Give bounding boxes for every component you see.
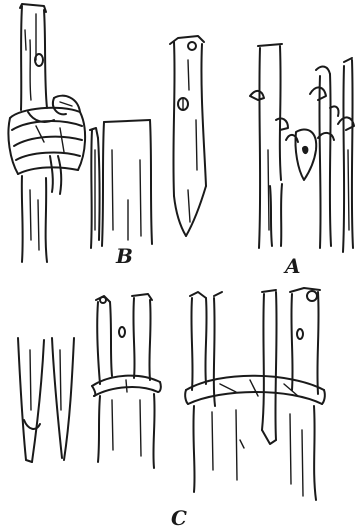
wedge-scions [18,338,74,462]
wedge-scion [170,36,206,236]
cleft-graft-single [92,294,161,468]
figure-a [250,44,354,252]
figure-c-label: C [171,508,187,528]
wrapped-stock [8,4,85,262]
branch-right [338,58,354,252]
shield-bud [286,129,316,180]
cleft-graft-double [185,288,325,500]
figure-a-label: A [285,256,301,276]
branch-left [250,44,288,248]
split-stock [90,120,152,248]
figure-b-label: B [116,246,133,266]
figure-c [18,288,325,500]
figure-b [8,4,206,262]
